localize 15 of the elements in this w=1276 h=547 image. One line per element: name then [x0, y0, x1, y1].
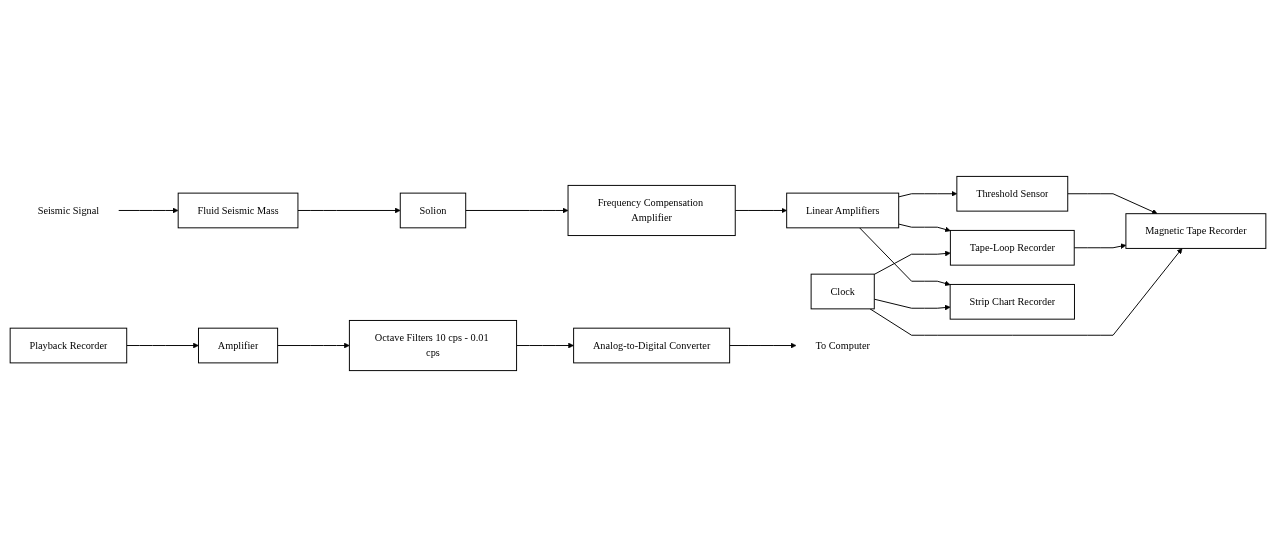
node-text: To Computer — [815, 339, 870, 351]
node-box: Amplifier — [198, 327, 279, 364]
node-box: Clock — [810, 273, 875, 310]
node-box: Strip Chart Recorder — [949, 283, 1075, 320]
node-box: Frequency Compensation Amplifier — [567, 184, 736, 237]
node-box: Linear Amplifiers — [786, 192, 900, 229]
node-box: Tape-Loop Recorder — [949, 229, 1075, 266]
node-box: Fluid Seismic Mass — [177, 192, 299, 229]
node-box: Threshold Sensor — [956, 175, 1069, 212]
node-box: Magnetic Tape Recorder — [1125, 213, 1267, 249]
node-box: Octave Filters 10 cps - 0.01 cps — [348, 319, 518, 372]
node-box: Playback Recorder — [9, 327, 128, 364]
node-box: Solion — [399, 192, 467, 229]
node-text: Seismic Signal — [37, 204, 100, 216]
node-box: Analog-to-Digital Converter — [573, 327, 731, 364]
